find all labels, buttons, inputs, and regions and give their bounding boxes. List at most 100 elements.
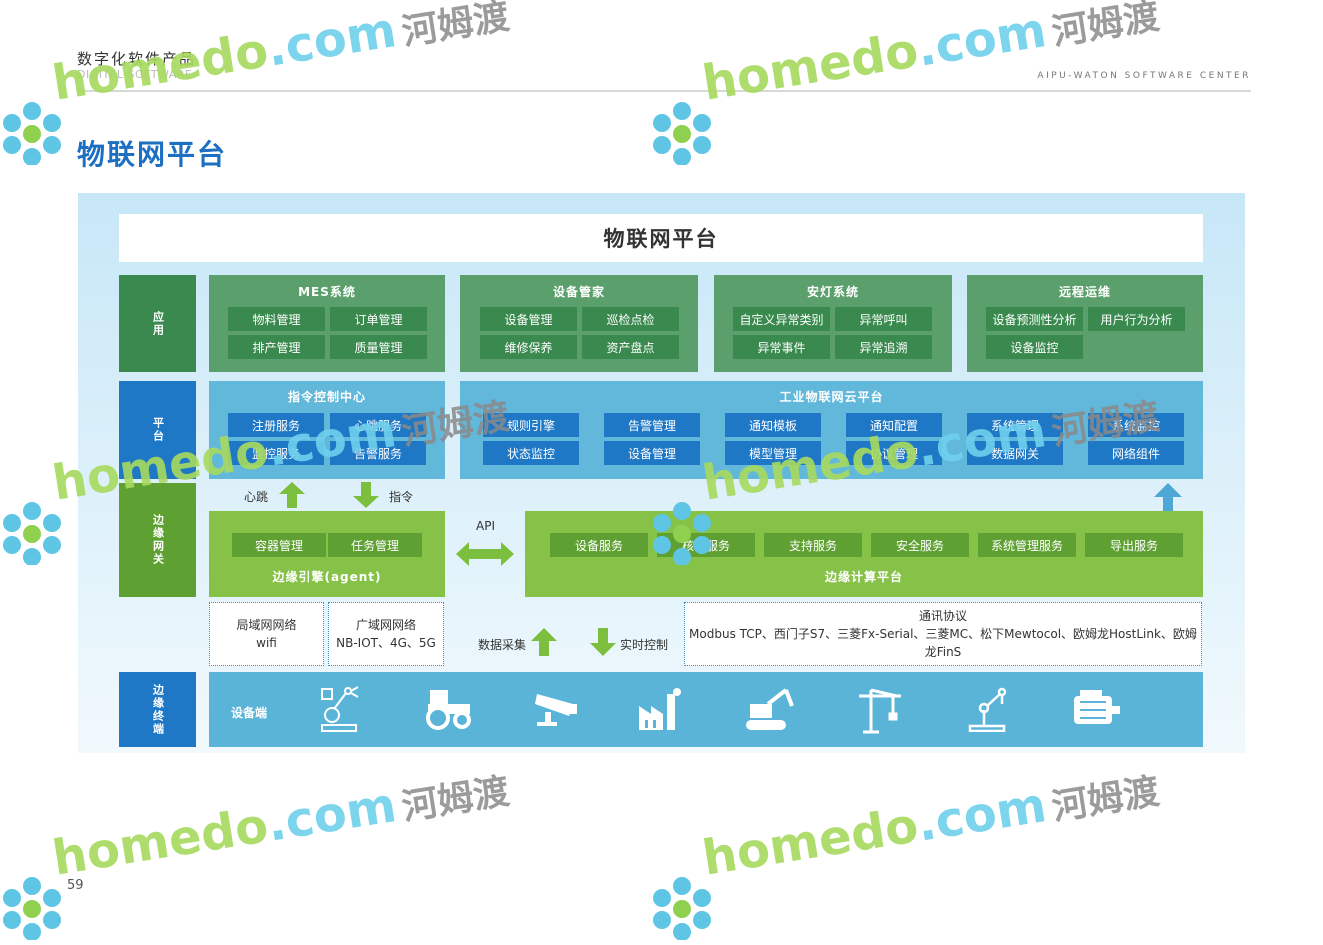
platform-chip: 通知配置 bbox=[846, 413, 942, 437]
header-divider bbox=[77, 90, 1251, 92]
device-band bbox=[209, 672, 1203, 747]
app-group-andon: 安灯系统 自定义异常类别 异常呼叫 异常事件 异常追溯 bbox=[714, 275, 952, 372]
data-collect-label: 数据采集 bbox=[478, 638, 527, 652]
app-chip: 维修保养 bbox=[480, 335, 577, 359]
edge-chip: 容器管理 bbox=[232, 533, 326, 557]
watermark-cn: 河姆渡 bbox=[399, 0, 513, 54]
layer-label-edge-gateway: 边缘网关 bbox=[119, 483, 196, 597]
edge-chip: 支持服务 bbox=[764, 533, 862, 557]
platform-group-title: 指令控制中心 bbox=[287, 390, 366, 404]
lan-network-box: 局域网网络 wifi bbox=[209, 602, 324, 666]
app-group-title: 远程运维 bbox=[1058, 285, 1111, 299]
up-arrow-icon bbox=[279, 482, 305, 508]
app-group-remote-ops: 远程运维 设备预测性分析 用户行为分析 设备监控 bbox=[967, 275, 1203, 372]
down-arrow-icon bbox=[353, 482, 379, 508]
watermark-domain: .com bbox=[263, 2, 401, 78]
app-group-title: 安灯系统 bbox=[806, 285, 859, 299]
tower-crane-icon bbox=[859, 688, 901, 734]
watermark-domain: .com bbox=[263, 777, 401, 853]
app-chip: 排产管理 bbox=[228, 335, 325, 359]
api-label: API bbox=[476, 519, 495, 533]
excavator-icon bbox=[746, 688, 794, 730]
platform-chip: 状态监控 bbox=[483, 441, 579, 465]
watermark-brand: homedo bbox=[698, 797, 922, 887]
app-chip: 异常事件 bbox=[733, 335, 830, 359]
motor-icon bbox=[1074, 690, 1120, 724]
flower-logo-icon bbox=[653, 102, 711, 165]
watermark-domain: .com bbox=[913, 2, 1051, 78]
platform-chip: 告警服务 bbox=[330, 441, 426, 465]
edge-chip: 系统管理服务 bbox=[978, 533, 1076, 557]
platform-chip: 心跳服务 bbox=[330, 413, 426, 437]
up-arrow-icon bbox=[1154, 483, 1182, 521]
edge-chip: 导出服务 bbox=[1085, 533, 1183, 557]
robot-arm-2-icon bbox=[968, 687, 1007, 732]
platform-chip: 规则引擎 bbox=[483, 413, 579, 437]
edge-agent-group: 容器管理 任务管理 边缘引擎(agent) bbox=[209, 511, 445, 597]
robot-arm-icon bbox=[321, 686, 359, 732]
edge-group-title: 边缘引擎(agent) bbox=[272, 570, 382, 584]
protocol-detail: Modbus TCP、西门子S7、三菱Fx-Serial、三菱MC、松下Mewt… bbox=[689, 627, 1197, 659]
platform-chip: 设备管理 bbox=[604, 441, 700, 465]
platform-group-command-center: 指令控制中心 注册服务 心跳服务 监控服务 告警服务 bbox=[209, 381, 445, 479]
command-label: 指令 bbox=[389, 490, 414, 504]
app-group-mes: MES系统 物料管理 订单管理 排产管理 质量管理 bbox=[209, 275, 445, 372]
app-chip: 质量管理 bbox=[330, 335, 427, 359]
app-chip: 巡检点检 bbox=[582, 307, 679, 331]
header-right-text: AIPU-WATON SOFTWARE CENTER bbox=[1037, 71, 1251, 81]
heartbeat-label: 心跳 bbox=[244, 490, 269, 504]
app-chip: 设备管理 bbox=[480, 307, 577, 331]
edge-group-title: 边缘计算平台 bbox=[824, 570, 903, 584]
app-chip: 用户行为分析 bbox=[1088, 307, 1185, 331]
app-chip: 订单管理 bbox=[330, 307, 427, 331]
watermark-cn: 河姆渡 bbox=[1049, 0, 1163, 54]
app-chip: 异常呼叫 bbox=[835, 307, 932, 331]
watermark-domain: .com bbox=[913, 777, 1051, 853]
network-detail: NB-IOT、4G、5G bbox=[336, 636, 436, 650]
watermark-brand: homedo bbox=[698, 22, 922, 112]
platform-chip: 通知模板 bbox=[725, 413, 821, 437]
layer-label-platform: 平台 bbox=[119, 381, 196, 479]
layer-label-edge-terminal: 边缘终端 bbox=[119, 672, 196, 747]
up-arrow-icon bbox=[531, 628, 557, 656]
platform-group-iiot-cloud: 工业物联网云平台 规则引擎 告警管理 通知模板 通知配置 系统管理 系统监控 状… bbox=[460, 381, 1203, 479]
edge-compute-group: 设备服务 核心服务 支持服务 安全服务 系统管理服务 导出服务 边缘计算平台 bbox=[525, 511, 1203, 597]
flower-logo-icon bbox=[3, 102, 61, 165]
wan-network-box: 广域网网络 NB-IOT、4G、5G bbox=[328, 602, 444, 666]
app-chip: 设备监控 bbox=[986, 335, 1083, 359]
flower-logo-icon bbox=[3, 877, 61, 940]
device-label: 设备端 bbox=[231, 706, 268, 720]
platform-chip: 告警管理 bbox=[604, 413, 700, 437]
edge-chip: 任务管理 bbox=[328, 533, 422, 557]
edge-chip: 设备服务 bbox=[550, 533, 648, 557]
watermark-cn: 河姆渡 bbox=[399, 771, 513, 829]
tractor-icon bbox=[426, 690, 471, 730]
page-title: 物联网平台 bbox=[77, 138, 228, 171]
platform-chip: 模型管理 bbox=[725, 441, 821, 465]
page-number: 59 bbox=[67, 878, 84, 893]
protocol-box: 通讯协议 Modbus TCP、西门子S7、三菱Fx-Serial、三菱MC、松… bbox=[684, 602, 1202, 666]
app-group-device-manager: 设备管家 设备管理 巡检点检 维修保养 资产盘点 bbox=[460, 275, 698, 372]
platform-chip: 数据网关 bbox=[967, 441, 1063, 465]
protocol-title: 通讯协议 bbox=[918, 609, 967, 623]
double-arrow-icon bbox=[456, 542, 514, 566]
platform-chip: 协议管理 bbox=[846, 441, 942, 465]
edge-chip: 核心服务 bbox=[657, 533, 755, 557]
network-title: 局域网网络 bbox=[236, 618, 297, 632]
app-group-title: 设备管家 bbox=[552, 285, 605, 299]
down-arrow-icon bbox=[590, 628, 616, 656]
app-chip: 自定义异常类别 bbox=[733, 307, 830, 331]
watermark-cn: 河姆渡 bbox=[1049, 771, 1163, 829]
watermark-brand: homedo bbox=[48, 797, 272, 887]
app-chip: 物料管理 bbox=[228, 307, 325, 331]
header-title-cn: 数字化软件产品 bbox=[77, 50, 197, 68]
app-group-title: MES系统 bbox=[298, 285, 356, 299]
factory-icon bbox=[639, 688, 681, 730]
flower-logo-icon bbox=[3, 502, 61, 565]
flower-logo-icon bbox=[653, 877, 711, 940]
realtime-control-label: 实时控制 bbox=[620, 638, 669, 652]
platform-group-title: 工业物联网云平台 bbox=[779, 390, 884, 404]
platform-chip: 网络组件 bbox=[1088, 441, 1184, 465]
header-title-en: DIGITAL SOFTWARE bbox=[77, 68, 193, 81]
app-chip: 资产盘点 bbox=[582, 335, 679, 359]
